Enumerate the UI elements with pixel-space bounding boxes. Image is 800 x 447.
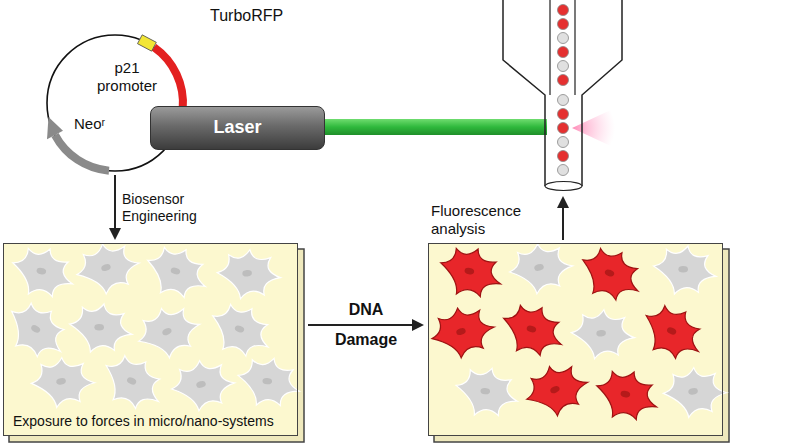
process-arrow (308, 319, 424, 331)
cell (654, 246, 716, 294)
cell (94, 347, 171, 417)
cell (454, 365, 520, 418)
cell (140, 241, 213, 304)
cell (425, 299, 500, 365)
cell (28, 353, 98, 411)
cell-culture-panel: Fluorescence analysis (428, 243, 723, 436)
cell (504, 237, 577, 300)
gene-label: TurboRFP (210, 6, 283, 25)
cell (436, 243, 506, 301)
cell (573, 241, 648, 307)
promoter-label: p21 promoter (87, 59, 167, 95)
plasmid-map: p21 promoterTurboRFPNeoʳ (47, 35, 183, 171)
cell-group (0, 235, 730, 425)
panel-caption: Exposure to forces in micro/nano-systems (10, 413, 277, 430)
cell (8, 243, 78, 301)
flow-nozzle (503, 0, 622, 186)
analysis-arrow (562, 207, 564, 240)
cell (570, 307, 636, 360)
cell (70, 304, 132, 352)
panel-heading: Fluorescence analysis (431, 202, 541, 238)
sheath-channel (550, 0, 575, 95)
laser-beam (325, 119, 547, 135)
cell (70, 235, 145, 301)
step-label: DNA Damage (328, 295, 404, 355)
cell (203, 297, 278, 363)
gene-label: Neoʳ (74, 115, 105, 133)
step-label: Biosensor Engineering (122, 191, 217, 225)
cell (634, 297, 711, 367)
cell (496, 299, 569, 362)
cell-culture-panel: Exposure to forces in micro/nano-systems (3, 243, 298, 436)
cell (592, 366, 662, 424)
plasmid-ring (47, 35, 183, 171)
cell-stream (558, 5, 569, 176)
process-arrow (109, 175, 121, 240)
nozzle-opening (545, 182, 582, 191)
promoter-box (137, 35, 156, 51)
arrow-line (114, 175, 116, 230)
laser-source: Laser (150, 106, 325, 150)
arrow-line (308, 324, 414, 326)
laser-label: Laser (213, 117, 261, 139)
cell (166, 354, 239, 417)
arrowhead (109, 228, 121, 240)
analysis-arrowhead (557, 196, 569, 208)
cell (518, 355, 595, 425)
cell (0, 294, 76, 367)
turborfp-gene-arrow (154, 47, 183, 109)
cell (216, 247, 282, 300)
neo-gene-arrow (55, 135, 109, 171)
cell (236, 355, 302, 408)
cell (130, 297, 207, 367)
neo-arrowhead (47, 117, 63, 139)
emission-glow (572, 108, 615, 148)
arrowhead (412, 319, 424, 331)
cell (660, 363, 730, 421)
